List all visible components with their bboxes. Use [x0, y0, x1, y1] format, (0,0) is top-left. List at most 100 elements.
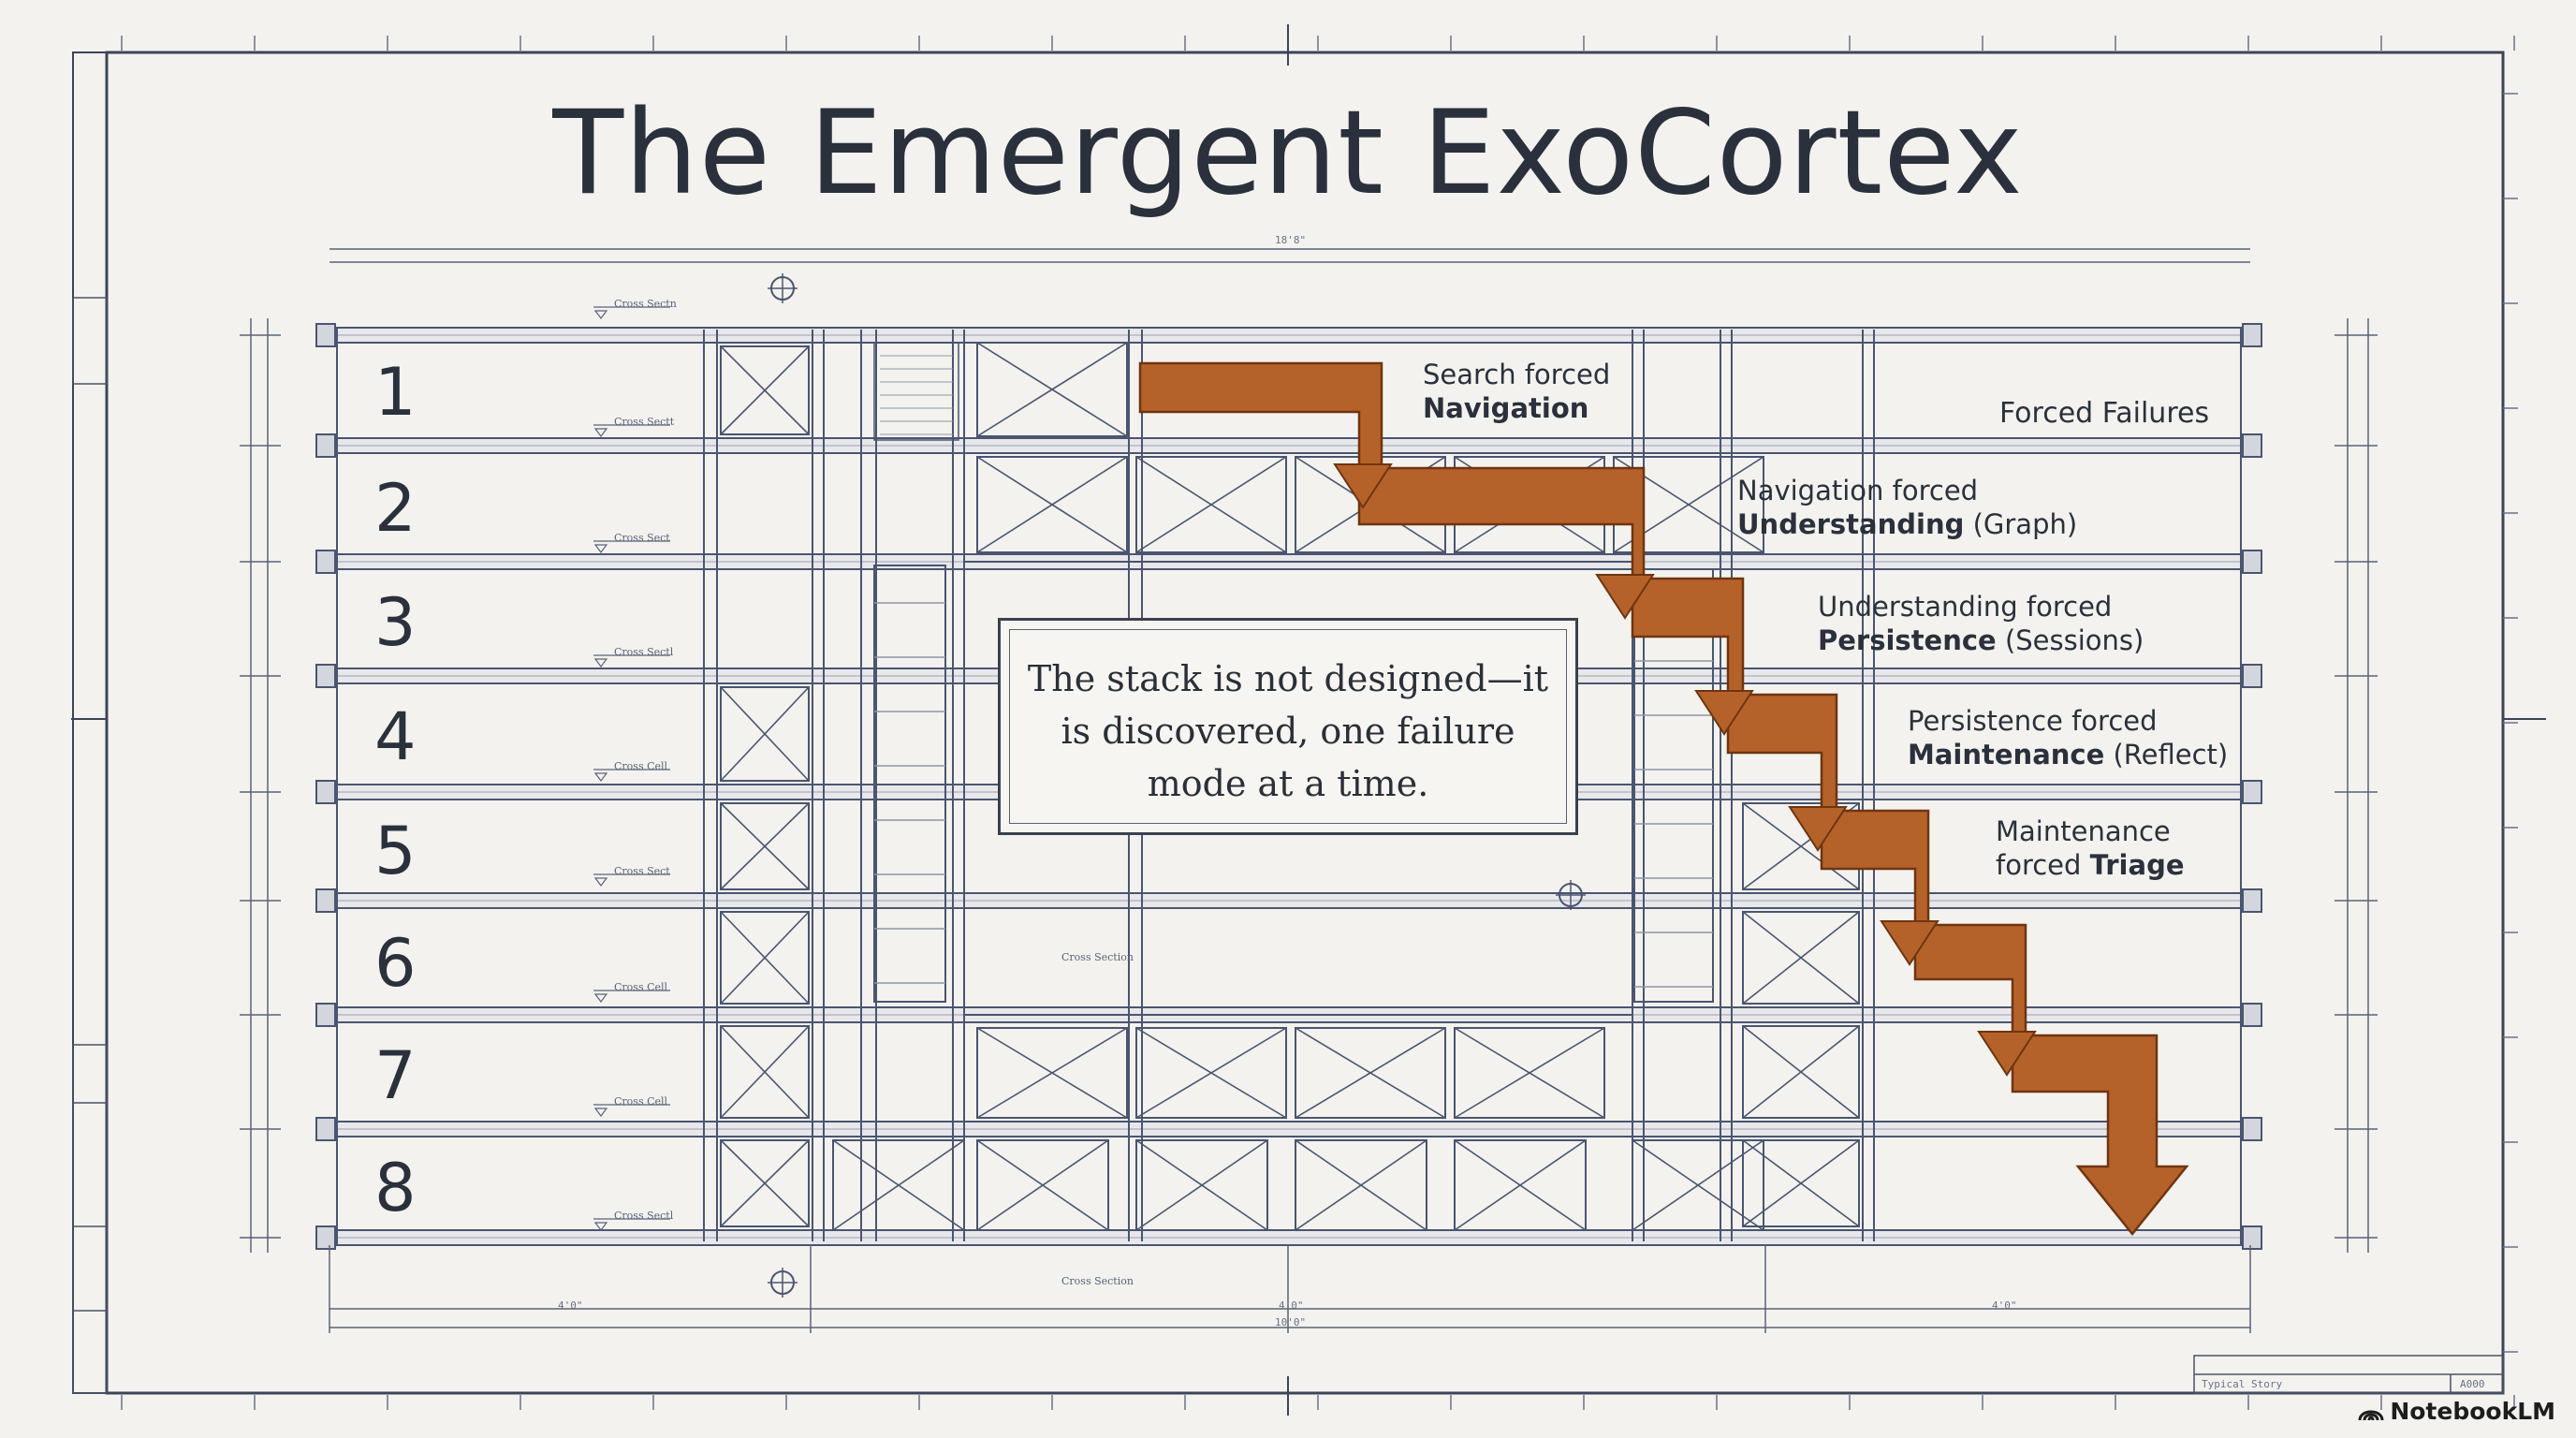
floor-number: 1: [374, 354, 417, 431]
cascade-step-head: [1788, 806, 1848, 852]
brace-diagonal: [720, 686, 810, 782]
dim-bottom-right: 4'0": [1992, 1299, 2017, 1312]
step-1-bold: Navigation: [1423, 392, 1589, 424]
inner-section-tag: Cross Section: [1061, 951, 1134, 963]
brace-diagonal: [1135, 1139, 1268, 1231]
elevator-shaft: [1633, 568, 1714, 1003]
atrium-frame: [963, 561, 1633, 1016]
brace-panel: [976, 1027, 1128, 1119]
step-label-2: Navigation forced Understanding (Graph): [1737, 474, 2077, 541]
page-title: The Emergent ExoCortex: [552, 86, 2024, 221]
brace-diagonal: [976, 456, 1128, 553]
brace-panel: [1742, 1139, 1860, 1227]
dim-bottom-left: 4'0": [558, 1299, 583, 1312]
slab-end-left: [315, 323, 336, 347]
step-5-prefix: forced: [1996, 849, 2090, 881]
title-block: [2193, 1355, 2504, 1394]
dim-bottom-mid: 4'0": [1279, 1299, 1304, 1312]
brand-mark: NotebookLM: [2358, 1398, 2555, 1425]
sheet-rulers: [121, 36, 2518, 1410]
left-title-strips: [72, 297, 108, 1394]
brand-name: NotebookLM: [2390, 1398, 2555, 1425]
tag-arrowhead: [593, 993, 608, 1003]
tag-arrowhead: [593, 1108, 608, 1117]
quote-text: The stack is not designed—it is discover…: [1001, 653, 1575, 810]
brace-diagonal: [720, 802, 810, 890]
elevator-shaft: [873, 565, 946, 1003]
brace-panel: [1632, 1139, 1764, 1231]
quote-box: The stack is not designed—it is discover…: [998, 618, 1578, 835]
section-tag: Cross Sectn: [614, 298, 677, 310]
brace-panel: [976, 342, 1128, 437]
slab-end-right: [2242, 888, 2262, 913]
brace-diagonal: [1632, 1139, 1764, 1231]
section-tag: Cross Cell: [614, 760, 668, 772]
brace-diagonal: [1295, 1027, 1446, 1119]
brace-diagonal: [976, 1139, 1109, 1231]
step-3-line1: Understanding forced: [1818, 591, 2113, 623]
slab-end-right: [2242, 433, 2262, 458]
brace-panel: [720, 686, 810, 782]
brace-diagonal: [1135, 456, 1287, 553]
brace-diagonal: [1742, 1139, 1860, 1227]
cascade-step-head: [1333, 463, 1393, 509]
slab-end-left: [315, 1117, 336, 1141]
brace-panel: [1454, 1139, 1587, 1231]
tag-arrowhead: [593, 877, 608, 887]
slab-end-right: [2242, 664, 2262, 688]
step-2-line1: Navigation forced: [1737, 475, 1979, 506]
slab-end-right: [2242, 1003, 2262, 1027]
quote-line-2: is discovered, one failure: [1061, 711, 1515, 752]
section-tag: Cross Sect: [614, 532, 670, 544]
brace-panel: [1295, 1139, 1427, 1231]
floor-number: 2: [374, 470, 417, 547]
cascade-step-head: [1880, 920, 1939, 966]
brace-diagonal: [1135, 1027, 1287, 1119]
step-4-rest: (Reflect): [2104, 739, 2229, 770]
brace-panel: [1454, 1027, 1605, 1119]
brace-diagonal: [720, 345, 810, 435]
section-tag: Cross Cell: [614, 1095, 668, 1108]
tag-arrowhead: [593, 428, 608, 437]
brace-diagonal: [1295, 1139, 1427, 1231]
tag-arrowhead: [593, 544, 608, 553]
floor-number: 5: [374, 813, 417, 889]
slab-end-left: [315, 664, 336, 688]
brace-diagonal: [976, 1027, 1128, 1119]
failure-cascade-arrow: [1138, 361, 2189, 1236]
floor-number: 8: [374, 1150, 417, 1226]
building-frame: [315, 273, 2262, 1298]
brace-diagonal: [720, 1139, 810, 1227]
slab-end-left: [315, 550, 336, 574]
quote-line-3: mode at a time.: [1147, 763, 1429, 804]
brace-diagonal: [1454, 1139, 1587, 1231]
brace-panel: [720, 1025, 810, 1119]
brace-panel: [1135, 1027, 1287, 1119]
section-tag: Cross Sectl: [614, 646, 674, 658]
slab-end-left: [315, 780, 336, 804]
brace-panel: [976, 456, 1128, 553]
step-3-rest: (Sessions): [1996, 624, 2144, 656]
slab-end-left: [315, 1225, 336, 1250]
tag-arrowhead: [593, 1222, 608, 1231]
brace-diagonal: [720, 911, 810, 1005]
step-5-bold: Triage: [2089, 849, 2185, 881]
brace-diagonal: [1742, 911, 1860, 1005]
floor-number: 7: [374, 1037, 417, 1114]
brace-panel: [720, 802, 810, 890]
brace-diagonal: [832, 1139, 965, 1231]
cascade-step-head: [1595, 574, 1655, 620]
cascade-step-head: [1977, 1031, 2037, 1077]
slab-end-left: [315, 888, 336, 913]
brace-panel: [976, 1139, 1109, 1231]
title-block-code: A000: [2460, 1378, 2485, 1390]
title-block-label: Typical Story: [2202, 1378, 2283, 1390]
step-3-bold: Persistence: [1818, 624, 1997, 656]
tag-arrowhead: [593, 658, 608, 668]
quote-line-1: The stack is not designed—it: [1027, 658, 1549, 699]
inner-section-tag: Cross Section: [1061, 1275, 1134, 1287]
brace-diagonal: [1454, 1027, 1605, 1119]
tag-arrowhead: [593, 772, 608, 782]
brace-diagonal: [1742, 1025, 1860, 1119]
